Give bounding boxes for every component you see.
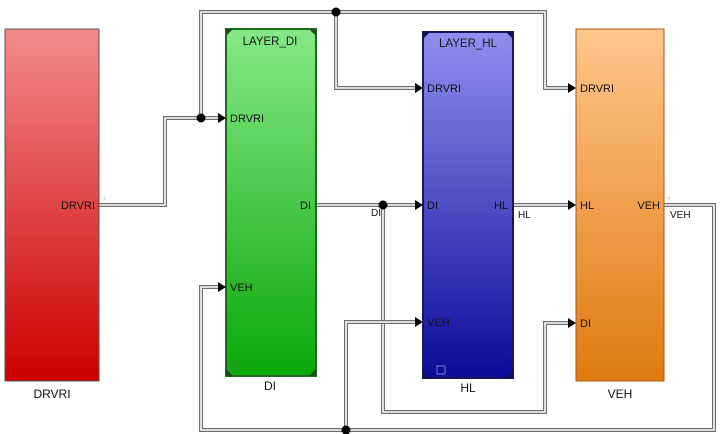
layer-di-block[interactable]: LAYER_DI DRVRI VEH DI DI: [225, 28, 317, 393]
layer-hl-input-label: DI: [427, 200, 438, 212]
veh-input-label: DI: [580, 318, 591, 330]
layer-di-block-caption: DI: [264, 379, 276, 393]
wire-drvri[interactable]: [99, 10, 573, 207]
drvri-output-label: DRVRI: [61, 200, 95, 212]
signal-label-di: DI: [371, 208, 381, 219]
layer-di-input-label: DRVRI: [230, 113, 264, 125]
wire-veh[interactable]: [199, 203, 716, 432]
veh-output-label: VEH: [637, 200, 660, 212]
branch-point: [341, 425, 351, 434]
output-marker-icon: ◦: [667, 193, 670, 203]
signal-label-hl: HL: [518, 210, 531, 221]
layer-di-title: LAYER_DI: [243, 36, 298, 48]
layer-hl-block[interactable]: LAYER_HL DRVRI DI VEH HL HL: [422, 31, 514, 395]
branch-point: [331, 7, 341, 17]
drvri-block-caption: DRVRI: [33, 387, 70, 401]
signal-label-veh: VEH: [670, 210, 691, 221]
layer-hl-output-label: HL: [494, 200, 508, 212]
port-arrows: [218, 83, 576, 328]
layer-hl-input-label: DRVRI: [427, 83, 461, 95]
veh-block-caption: VEH: [608, 387, 633, 401]
subsystem-icon: [228, 361, 238, 371]
drvri-block[interactable]: DRVRI DRVRI: [4, 28, 100, 401]
veh-input-label: DRVRI: [580, 83, 614, 95]
subsystem-icon: [436, 365, 446, 375]
branch-point: [378, 200, 388, 210]
branch-point: [196, 113, 206, 123]
output-marker-icon: ◦: [103, 193, 106, 203]
layer-di-output-label: DI: [300, 200, 311, 212]
veh-block[interactable]: DRVRI HL DI VEH VEH: [575, 28, 665, 401]
veh-input-label: HL: [580, 200, 594, 212]
wire-di[interactable]: [316, 203, 573, 414]
layer-di-input-label: VEH: [230, 282, 253, 294]
layer-hl-block-caption: HL: [460, 381, 476, 395]
layer-hl-title: LAYER_HL: [439, 38, 498, 50]
layer-hl-input-label: VEH: [427, 317, 450, 329]
